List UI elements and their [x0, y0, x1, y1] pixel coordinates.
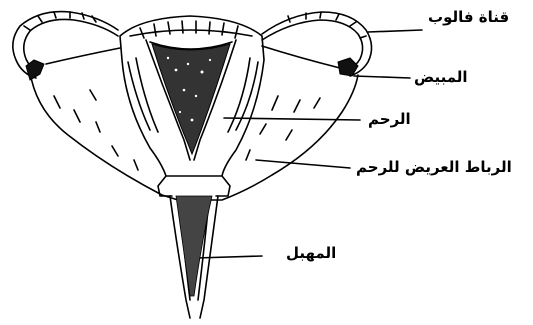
- label-ovary: المبيض: [414, 70, 468, 85]
- label-vagina: المهبل: [286, 246, 336, 261]
- label-fallopian-tube: قناة فالوب: [428, 10, 509, 25]
- cervix: [158, 176, 230, 196]
- leader-vagina: [196, 256, 262, 258]
- leader-ovary: [354, 76, 410, 78]
- leader-fallopian-tube: [368, 30, 422, 32]
- leader-uterus: [224, 118, 360, 120]
- uterine-cavity: [152, 44, 230, 154]
- label-broad-ligament: الرباط العريض للرحم: [356, 160, 512, 175]
- leader-broad-ligament: [256, 160, 350, 168]
- label-uterus: الرحم: [368, 112, 411, 127]
